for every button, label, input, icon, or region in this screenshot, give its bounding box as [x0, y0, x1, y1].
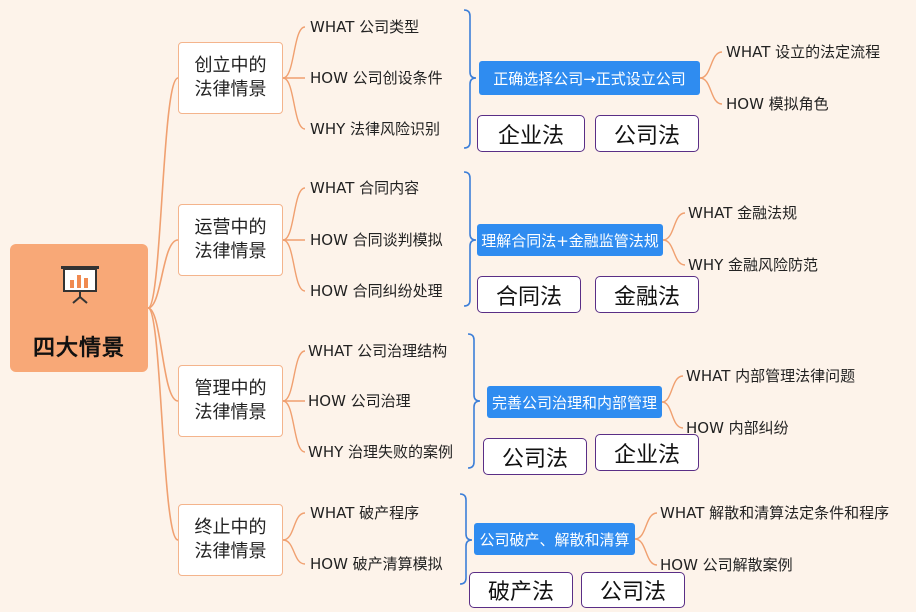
stage-title-line2: 法律情景 [194, 402, 267, 423]
stage-title-line2: 法律情景 [194, 241, 267, 262]
stage-management[interactable]: 管理中的法律情景 [178, 365, 283, 437]
stage-founding[interactable]: 创立中的法律情景 [178, 42, 283, 114]
stage2-item-how-2: HOW 合同纠纷处理 [310, 282, 443, 300]
law-badge-company[interactable]: 公司法 [595, 115, 699, 152]
stage3-item-what: WHAT 公司治理结构 [308, 342, 448, 360]
stage-title-line1: 运营中的 [194, 217, 267, 238]
stage-termination[interactable]: 终止中的法律情景 [178, 504, 283, 576]
law-badge-enterprise-2[interactable]: 企业法 [595, 434, 699, 471]
stage3-detail-how: HOW 内部纠纷 [686, 419, 789, 437]
stage1-focus[interactable]: 正确选择公司→正式设立公司 [479, 61, 700, 95]
stage-title-line1: 终止中的 [194, 517, 267, 538]
stage2-item-how: HOW 合同谈判模拟 [310, 231, 443, 249]
stage1-item-why: WHY 法律风险识别 [310, 120, 441, 138]
law-badge-bankruptcy[interactable]: 破产法 [469, 572, 573, 608]
stage2-detail-what: WHAT 金融法规 [688, 204, 798, 222]
stage2-item-what: WHAT 合同内容 [310, 179, 420, 197]
stage-title-line2: 法律情景 [194, 79, 267, 100]
stage2-detail-why: WHY 金融风险防范 [688, 256, 819, 274]
stage2-focus[interactable]: 理解合同法+金融监管法规 [477, 224, 663, 256]
stage3-item-how: HOW 公司治理 [308, 392, 411, 410]
root-node[interactable]: 四大情景 [10, 244, 148, 372]
stage3-item-why: WHY 治理失败的案例 [308, 443, 454, 461]
law-badge-company-2[interactable]: 公司法 [483, 438, 587, 475]
stage-title-line2: 法律情景 [194, 541, 267, 562]
stage1-detail-how: HOW 模拟角色 [726, 95, 829, 113]
stage1-item-how: HOW 公司创设条件 [310, 69, 443, 87]
stage-title-line1: 管理中的 [194, 378, 267, 399]
law-badge-enterprise[interactable]: 企业法 [477, 115, 585, 152]
stage4-item-what: WHAT 破产程序 [310, 504, 420, 522]
root-title: 四大情景 [32, 336, 125, 361]
law-badge-company-3[interactable]: 公司法 [581, 572, 685, 608]
law-badge-contract[interactable]: 合同法 [477, 276, 581, 313]
presentation-board-icon [61, 266, 99, 304]
stage4-detail-what: WHAT 解散和清算法定条件和程序 [660, 504, 890, 522]
stage3-focus[interactable]: 完善公司治理和内部管理 [487, 386, 662, 418]
stage1-detail-what: WHAT 设立的法定流程 [726, 43, 881, 61]
stage4-focus[interactable]: 公司破产、解散和清算 [474, 523, 635, 555]
stage3-detail-what: WHAT 内部管理法律问题 [686, 367, 856, 385]
stage-title-line1: 创立中的 [194, 55, 267, 76]
stage4-detail-how: HOW 公司解散案例 [660, 556, 793, 574]
stage4-item-how: HOW 破产清算模拟 [310, 555, 443, 573]
stage-operation[interactable]: 运营中的法律情景 [178, 204, 283, 276]
stage1-item-what: WHAT 公司类型 [310, 18, 420, 36]
law-badge-finance[interactable]: 金融法 [595, 276, 699, 313]
